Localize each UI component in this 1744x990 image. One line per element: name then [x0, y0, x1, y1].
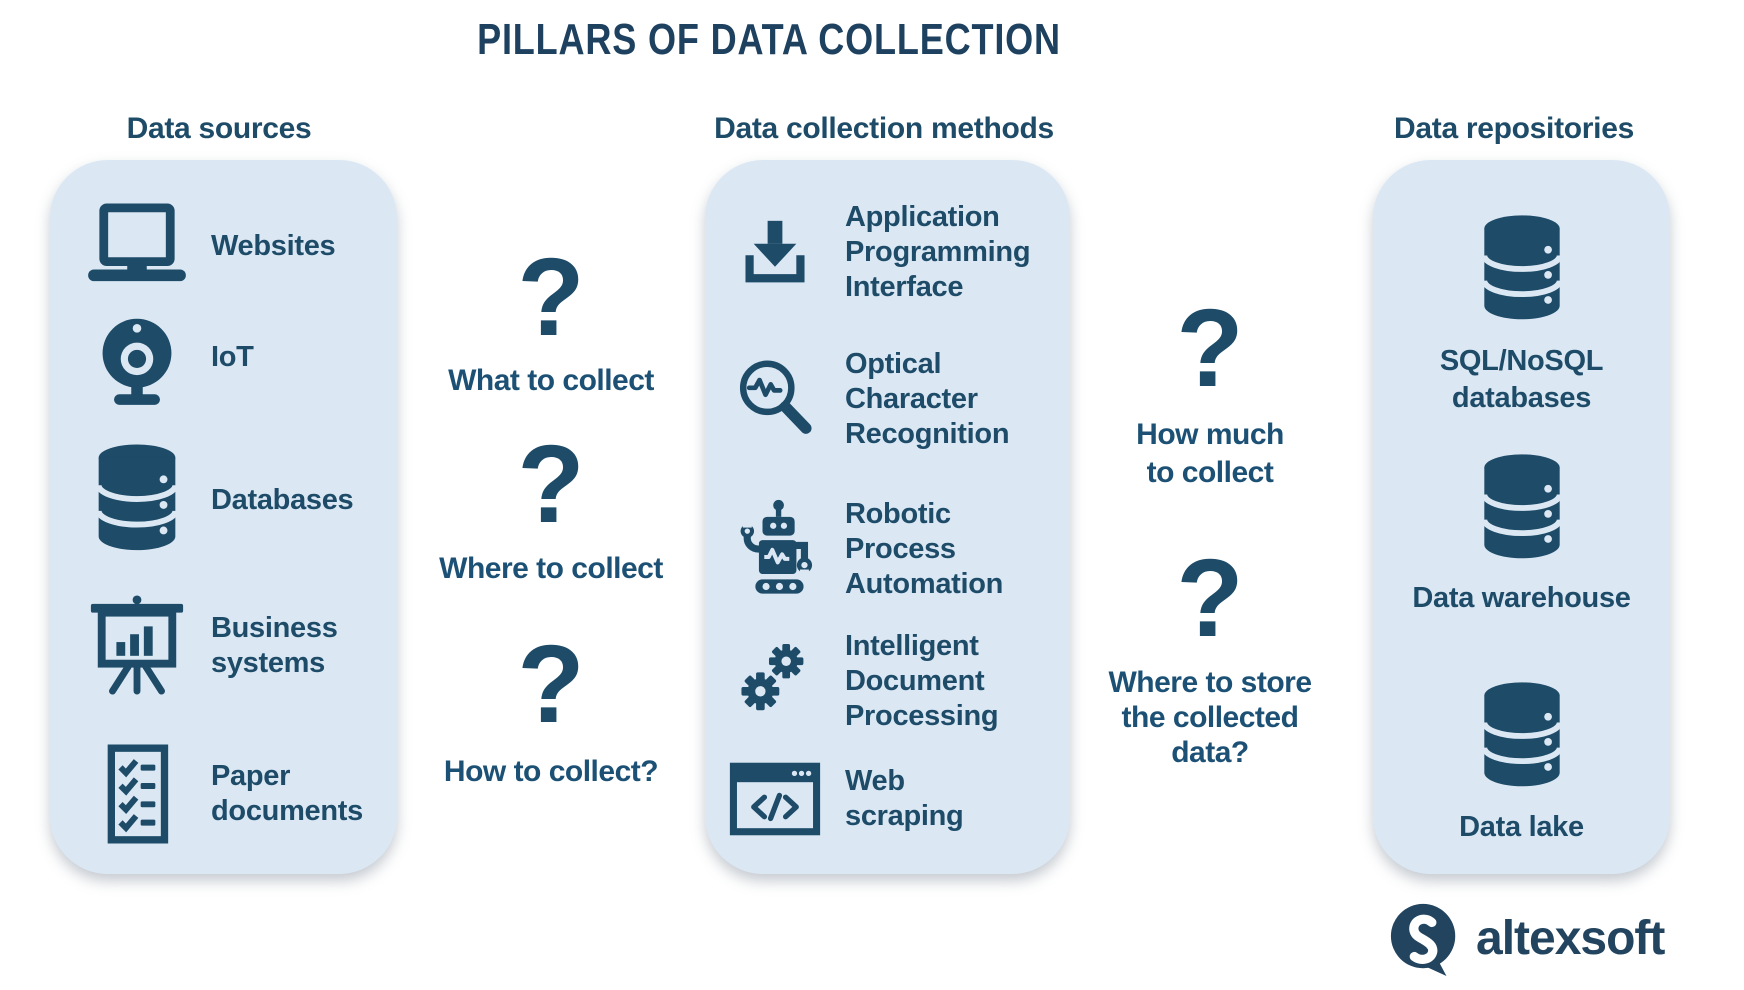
database-icon — [75, 442, 199, 558]
altexsoft-logo-icon — [1388, 900, 1464, 978]
list-item-databases: Databases — [50, 440, 397, 560]
question-label: What to collect — [448, 364, 654, 397]
presentation-chart-icon — [75, 595, 199, 697]
database-icon — [1373, 452, 1670, 566]
item-label: Application Programming Interface — [845, 200, 1031, 303]
list-item-web-scraping: Web scraping — [705, 739, 1070, 859]
database-icon — [1373, 680, 1670, 794]
list-item-rpa: Robotic Process Automation — [705, 489, 1070, 609]
page-title: PILLARS OF DATA COLLECTION — [477, 15, 1061, 64]
question-label: How much to collect — [1136, 418, 1284, 489]
question-label: Where to collect — [439, 552, 663, 585]
question-mark: ? — [1176, 537, 1244, 660]
question-label: Where to store the collected data? — [1108, 666, 1312, 769]
question-mark: ? — [517, 236, 585, 359]
item-label: Robotic Process Automation — [845, 497, 1004, 600]
item-label: IoT — [211, 340, 254, 373]
list-item-iot: IoT — [50, 297, 397, 417]
item-label: Websites — [211, 229, 336, 262]
questions-left-column: ? What to collect ? Where to collect ? H… — [397, 0, 705, 990]
laptop-icon — [75, 203, 199, 289]
list-item-idp: Intelligent Document Processing — [705, 621, 1070, 741]
item-label: Optical Character Recognition — [845, 347, 1010, 450]
item-label: Intelligent Document Processing — [845, 629, 999, 732]
item-label: Databases — [211, 483, 354, 516]
item-label: Paper documents — [211, 760, 363, 827]
list-item-websites: Websites — [50, 186, 397, 306]
altexsoft-logo: altexsoft — [1388, 900, 1665, 978]
questions-right-column: ? How much to collect ? Where to store t… — [1060, 0, 1360, 990]
question-mark: ? — [517, 423, 585, 546]
panel-data-sources: Websites IoT — [50, 160, 397, 874]
question-label: How to collect? — [443, 755, 659, 788]
gears-icon — [705, 633, 845, 729]
question-mark: ? — [517, 623, 585, 746]
repo-label-sql-nosql: SQL/NoSQL databases — [1439, 345, 1604, 414]
heading-data-collection-methods: Data collection methods — [714, 112, 1054, 145]
heading-data-repositories: Data repositories — [1394, 112, 1634, 145]
webcam-icon — [75, 309, 199, 405]
item-label: Web scraping — [845, 765, 964, 832]
panel-data-repositories: SQL/NoSQL databases Data warehouse Data … — [1373, 160, 1670, 874]
list-item-api: Application Programming Interface — [705, 192, 1070, 312]
list-item-business-systems: Business systems — [50, 586, 397, 706]
repo-label-data-lake: Data lake — [1459, 811, 1584, 843]
checklist-icon — [75, 740, 199, 848]
magnifier-waveform-icon — [705, 356, 845, 442]
heading-data-sources: Data sources — [126, 112, 312, 145]
code-browser-icon — [705, 760, 845, 838]
repo-label-data-warehouse: Data warehouse — [1412, 582, 1631, 614]
item-label: Business systems — [211, 612, 338, 679]
brand-name: altexsoft — [1476, 912, 1665, 965]
robot-icon — [705, 493, 845, 605]
question-mark: ? — [1176, 287, 1244, 410]
panel-data-collection-methods: Application Programming Interface Optica… — [705, 160, 1070, 874]
download-tray-icon — [705, 213, 845, 291]
list-item-paper-documents: Paper documents — [50, 734, 397, 854]
list-item-ocr: Optical Character Recognition — [705, 339, 1070, 459]
database-icon — [1373, 213, 1670, 327]
